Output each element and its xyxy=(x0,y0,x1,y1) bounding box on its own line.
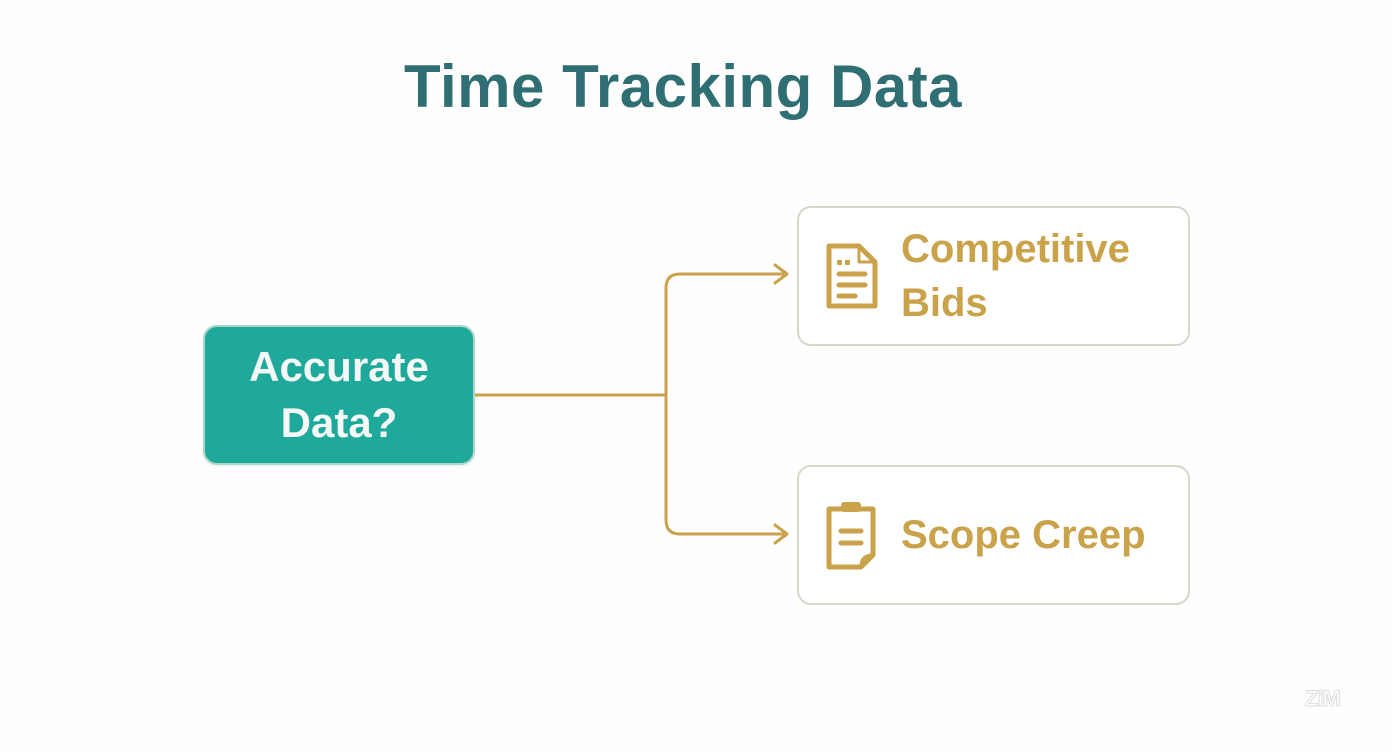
arrowhead-bottom-icon xyxy=(773,523,789,545)
root-label-line2: Data? xyxy=(280,399,398,446)
root-label-line1: Accurate xyxy=(249,343,429,390)
outcome-label: Scope Creep xyxy=(901,513,1146,557)
document-icon xyxy=(826,243,878,309)
connector-branch-bottom xyxy=(664,393,788,536)
clipboard-icon xyxy=(826,502,876,570)
watermark-logo: ZiM xyxy=(1305,686,1342,712)
outcome-label-line2: Bids xyxy=(901,281,988,325)
outcome-label-line1: Competitive xyxy=(901,227,1130,271)
outcome-node-competitive-bids: Competitive Bids xyxy=(797,206,1190,346)
outcome-node-scope-creep: Scope Creep xyxy=(797,465,1190,605)
diagram-title: Time Tracking Data xyxy=(403,53,963,120)
decision-node-accurate-data: Accurate Data? xyxy=(203,325,475,465)
arrowhead-top-icon xyxy=(773,263,789,285)
connector-branch-top xyxy=(664,272,788,397)
